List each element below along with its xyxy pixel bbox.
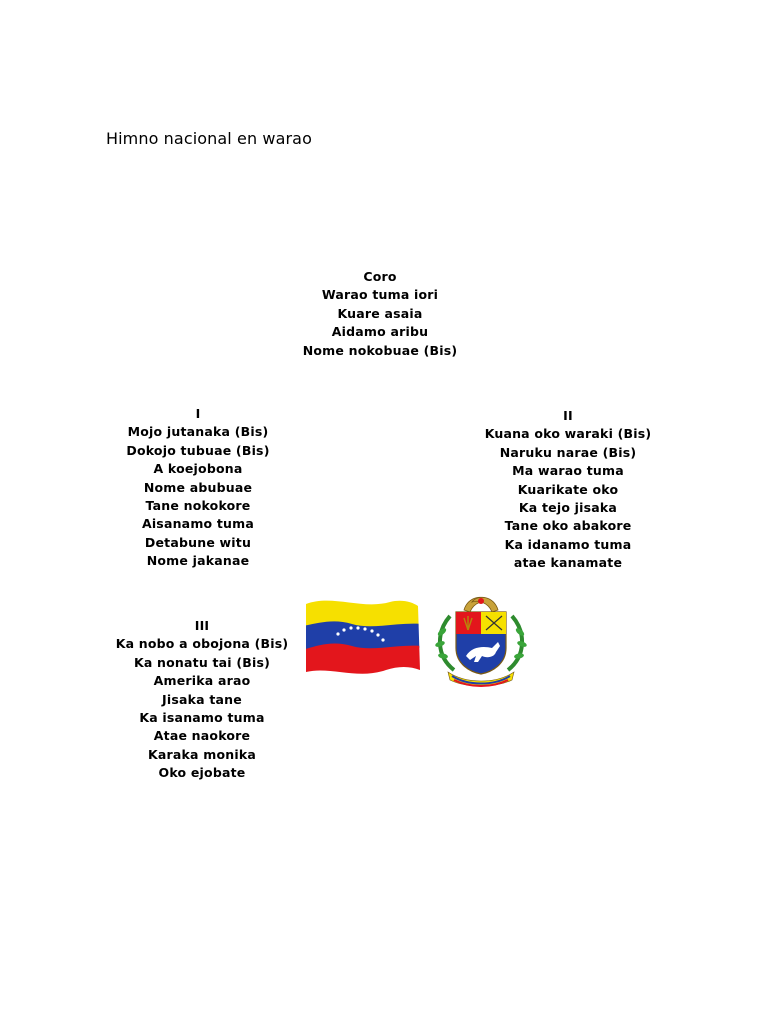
document-title: Himno nacional en warao <box>106 129 312 148</box>
verse-line: Kuarikate oko <box>517 481 619 497</box>
verse-2-heading: II <box>563 408 573 423</box>
flag-yellow-stripe <box>306 600 420 629</box>
verse-line: Kuana oko waraki (Bis) <box>484 426 652 442</box>
verse-line: Ka nonatu tai (Bis) <box>133 654 271 670</box>
chorus-line: Aidamo aribu <box>331 324 429 340</box>
verse-1-heading: I <box>195 406 201 421</box>
verse-line: atae kanamate <box>513 555 623 571</box>
venezuela-flag-image <box>306 600 420 674</box>
verse-line: Ka idanamo tuma <box>504 536 632 552</box>
flag-stars <box>336 626 385 642</box>
chorus-stanza: Coro Warao tuma iori Kuare asaia Aidamo … <box>300 268 460 360</box>
verse-line: Ka isanamo tuma <box>139 710 265 726</box>
verse-line: Oko ejobate <box>158 765 246 781</box>
flag-red-stripe <box>306 643 420 674</box>
venezuela-coat-of-arms-image <box>435 596 527 687</box>
verse-line: Karaka monika <box>148 746 256 762</box>
verse-line: Ka tejo jisaka <box>518 500 618 516</box>
verse-line: Tane nokokore <box>145 498 251 514</box>
verse-line: Nome jakanae <box>146 553 250 569</box>
verse-line: A koejobona <box>153 461 243 477</box>
verse-line: Ma warao tuma <box>512 463 624 479</box>
verse-line: Aisanamo tuma <box>141 516 255 532</box>
verse-line: Nome abubuae <box>143 479 253 495</box>
verse-2-stanza: II Kuana oko waraki (Bis) Naruku narae (… <box>480 407 656 573</box>
verse-3-heading: III <box>194 618 210 633</box>
verse-line: Mojo jutanaka (Bis) <box>127 424 269 440</box>
verse-line: Atae naokore <box>153 728 251 744</box>
verse-3-stanza: III Ka nobo a obojona (Bis) Ka nonatu ta… <box>112 617 292 783</box>
verse-line: Detabune witu <box>144 534 252 550</box>
verse-line: Jisaka tane <box>162 691 242 707</box>
chorus-line: Warao tuma iori <box>321 287 439 303</box>
chorus-line: Nome nokobuae (Bis) <box>302 342 458 358</box>
verse-line: Naruku narae (Bis) <box>499 444 637 460</box>
verse-line: Ka nobo a obojona (Bis) <box>115 636 289 652</box>
verse-line: Dokojo tubuae (Bis) <box>126 442 270 458</box>
verse-line: Amerika arao <box>153 673 251 689</box>
chorus-heading: Coro <box>363 269 397 284</box>
verse-1-stanza: I Mojo jutanaka (Bis) Dokojo tubuae (Bis… <box>118 405 278 571</box>
chorus-line: Kuare asaia <box>337 305 423 321</box>
verse-line: Tane oko abakore <box>504 518 632 534</box>
